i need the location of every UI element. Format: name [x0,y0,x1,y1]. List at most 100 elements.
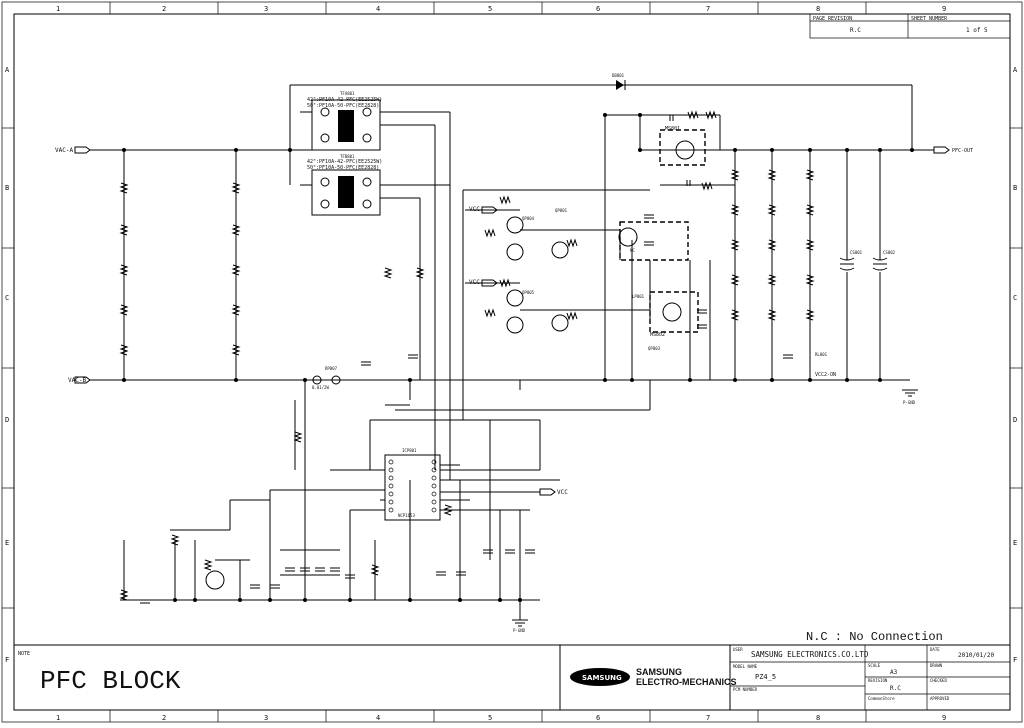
row-label: D [5,416,9,424]
row-label: E [1013,539,1017,547]
switch-module-lower [649,291,699,333]
net-p-gnd: P-GND [903,400,916,405]
label-icp801: ICP801 [402,448,417,453]
label-tfb801: TFB801 [340,154,355,159]
net-vac-b: VAC-B [68,377,86,384]
net-pfc-out: PFC-OUT [952,148,973,154]
snubber-module-box [659,129,706,166]
label-ms801: MS801 [665,126,680,132]
label-tf-note3: 42":PF10A-42-PFC(EE2525W) [307,159,382,165]
net-vcc2-on: VCC2-ON [815,372,836,378]
port-flags [74,146,950,496]
net-p-gnd-lower: P-GND [513,628,526,633]
col-label: 3 [264,714,268,722]
switch-module-upper [619,221,689,261]
net-vcc-ic: VCC [557,489,568,496]
row-label: D [1013,416,1017,424]
company-line2: ELECTRO-MECHANICS [636,677,737,687]
approved-label: APPROVED [930,696,950,701]
block-title: PFC BLOCK [40,666,181,696]
label-tf-note4: 50":PF10A-50-PFC(EE2828) [307,165,379,171]
common-label: CommonStore [868,696,895,701]
pfc-transformer-b [311,169,381,216]
net-vcc-lower: VCC [469,279,480,286]
row-label: F [5,656,9,664]
row-label: B [1013,184,1017,192]
col-label: 4 [376,5,380,13]
samsung-logo: SAMSUNG [570,668,630,686]
row-label: B [5,184,9,192]
net-vcc-upper: VCC [469,206,480,213]
label-rl801: RL801 [815,352,828,357]
col-label: 8 [816,5,820,13]
row-label: C [1013,294,1017,302]
model-name-value: PZ4_5 [755,673,776,681]
col-label: 1 [56,5,60,13]
pfc-transformer-a [311,99,381,151]
revision-value: R.C [890,685,901,692]
row-label: A [5,66,10,74]
junction-dots [122,113,914,602]
col-label: 3 [264,5,268,13]
row-label: A [1013,66,1018,74]
col-label: 4 [376,714,380,722]
col-label: 2 [162,5,166,13]
col-label: 5 [488,5,492,13]
col-label: 5 [488,714,492,722]
current-sense-inductor [312,375,341,385]
label-qp801: QP801 [555,208,568,213]
pcm-number-label: PCM NUMBER [733,687,758,692]
col-label: 6 [596,5,600,13]
resistor-symbols [119,110,815,601]
model-name-label: MODEL NAME [733,664,758,669]
row-label: F [1013,656,1017,664]
net-vac-a: VAC-A [55,147,73,154]
col-label: 8 [816,714,820,722]
page-revision-label: PAGE REVISION [813,16,852,22]
nc-note: N.C : No Connection [806,630,943,644]
label-rp807-value: 0.01/2W [312,385,329,390]
label-ms802: MS802 [650,332,665,338]
col-label: 9 [942,5,946,13]
capacitor-symbols [140,115,793,604]
sheet-number-value: 1 of 5 [966,27,988,34]
boost-diode [616,80,626,90]
col-label: 7 [706,714,710,722]
label-ic-part: NCP1653 [398,513,415,518]
label-tfa801: TFA801 [340,91,355,96]
company-line1: SAMSUNG [636,667,682,677]
label-lp801: LP801 [632,294,645,299]
label-qp804: QP804 [522,216,535,221]
controller-ic [384,454,441,521]
date-label: DATE [930,647,940,652]
row-label: C [5,294,9,302]
bulk-capacitors [839,257,888,271]
col-label: 6 [596,714,600,722]
sheet-number-label: SHEET NUMBER [911,16,948,22]
title-block [13,644,1011,711]
label-tf-note2: 50":PF10A-50-PFC(EE2828) [307,103,379,109]
transistors [205,140,695,590]
user-value: SAMSUNG ELECTRONICS.CO.LTD [751,650,869,659]
scale-label: SCALE [868,663,881,668]
col-label: 2 [162,714,166,722]
label-qp805: QP805 [522,290,535,295]
date-value: 2010/01/20 [958,652,995,659]
note-label: NOTE [18,651,30,657]
inner-border [13,13,1011,711]
drawn-label: DRAWN [930,663,943,668]
label-rp807: RP807 [325,366,338,371]
checked-label: CHECKED [930,678,947,683]
page-revision-value: R.C [850,27,861,34]
label-nc: NC [630,248,635,253]
label-qp803: QP803 [648,346,661,351]
schematic-wires [90,84,934,620]
col-label: 9 [942,714,946,722]
col-label: 1 [56,714,60,722]
user-label: USER [733,647,743,652]
label-tf-note1: 42":PF10A-42-PFC(EE2525W) [307,97,382,103]
